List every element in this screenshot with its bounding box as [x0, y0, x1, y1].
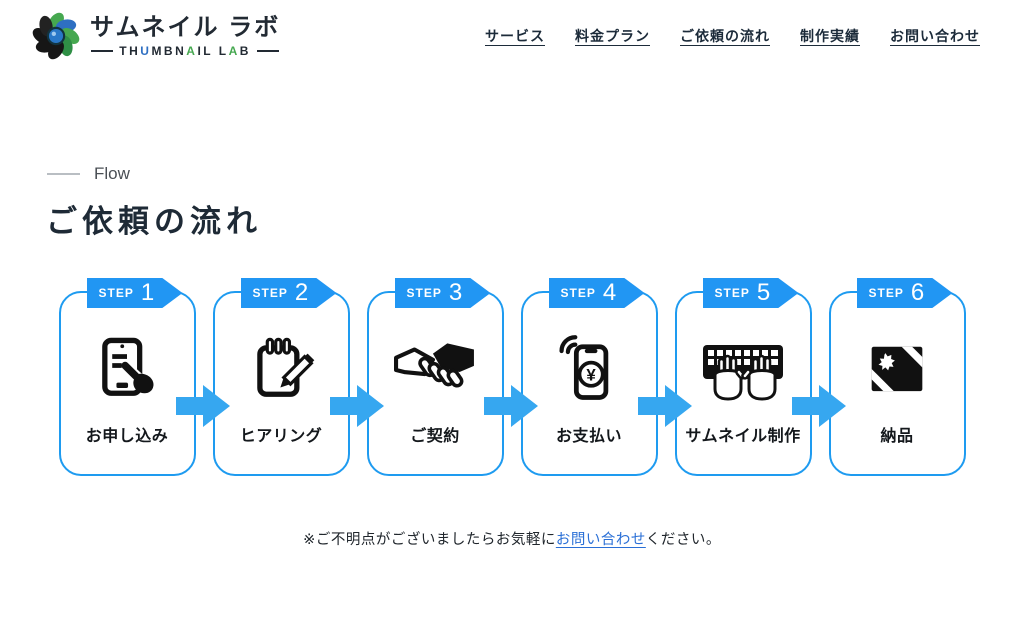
footer-note: ※ご不明点がございましたらお気軽にお問い合わせください。	[0, 528, 1024, 549]
flow-arrow	[329, 385, 384, 427]
contact-link[interactable]: お問い合わせ	[555, 532, 646, 548]
note-prefix: ※ご不明点がございましたらお気軽に	[303, 532, 556, 548]
step-label-2: ヒアリング	[239, 428, 323, 445]
step-label-6: 納品	[880, 428, 914, 445]
step-label-1: お申し込み	[85, 428, 169, 445]
site-header: サムネイル ラボ THUMBNAIL LAB サービス 料金プラン ご依頼の流れ…	[0, 0, 1024, 72]
logo-dash-right	[256, 49, 279, 52]
note-suffix: ください。	[645, 532, 721, 548]
flow-arrow	[637, 385, 692, 427]
eyebrow-line	[47, 173, 80, 175]
main-nav: サービス 料金プラン ご依頼の流れ 制作実績 お問い合わせ	[485, 26, 980, 46]
flow-arrow	[791, 385, 846, 427]
nav-link-contact[interactable]: お問い合わせ	[890, 28, 980, 44]
notepad-pencil-icon	[215, 327, 348, 413]
site-logo[interactable]: サムネイル ラボ THUMBNAIL LAB	[30, 10, 280, 62]
keyboard-hands-icon	[677, 327, 810, 413]
nav-link-pricing[interactable]: 料金プラン	[575, 28, 650, 44]
flow-arrow	[175, 385, 230, 427]
page-title: ご依頼の流れ	[46, 204, 262, 239]
nav-link-service[interactable]: サービス	[485, 28, 545, 44]
step-label-3: ご契約	[410, 428, 460, 445]
tablet-touch-icon	[61, 327, 194, 413]
logo-text: サムネイル ラボ THUMBNAIL LAB	[90, 14, 280, 58]
aperture-flower-logo-icon	[32, 12, 80, 60]
flow-arrow	[483, 385, 538, 427]
flow-eyebrow: Flow	[47, 164, 1024, 184]
logo-title: サムネイル ラボ	[90, 14, 281, 42]
eyebrow-text: Flow	[94, 164, 130, 183]
nav-link-flow[interactable]: ご依頼の流れ	[680, 28, 770, 44]
image-delivery-icon	[831, 327, 964, 413]
phone-payment-icon: ¥	[523, 327, 656, 413]
nav-link-works[interactable]: 制作実績	[800, 28, 860, 44]
logo-dash-left	[91, 49, 114, 52]
step-label-5: サムネイル制作	[685, 428, 801, 445]
logo-subtitle: THUMBNAIL LAB	[91, 44, 279, 58]
step-label-4: お支払い	[555, 428, 622, 445]
handshake-icon	[369, 327, 502, 413]
pointing-hand	[121, 360, 155, 394]
svg-text:¥: ¥	[586, 366, 596, 385]
